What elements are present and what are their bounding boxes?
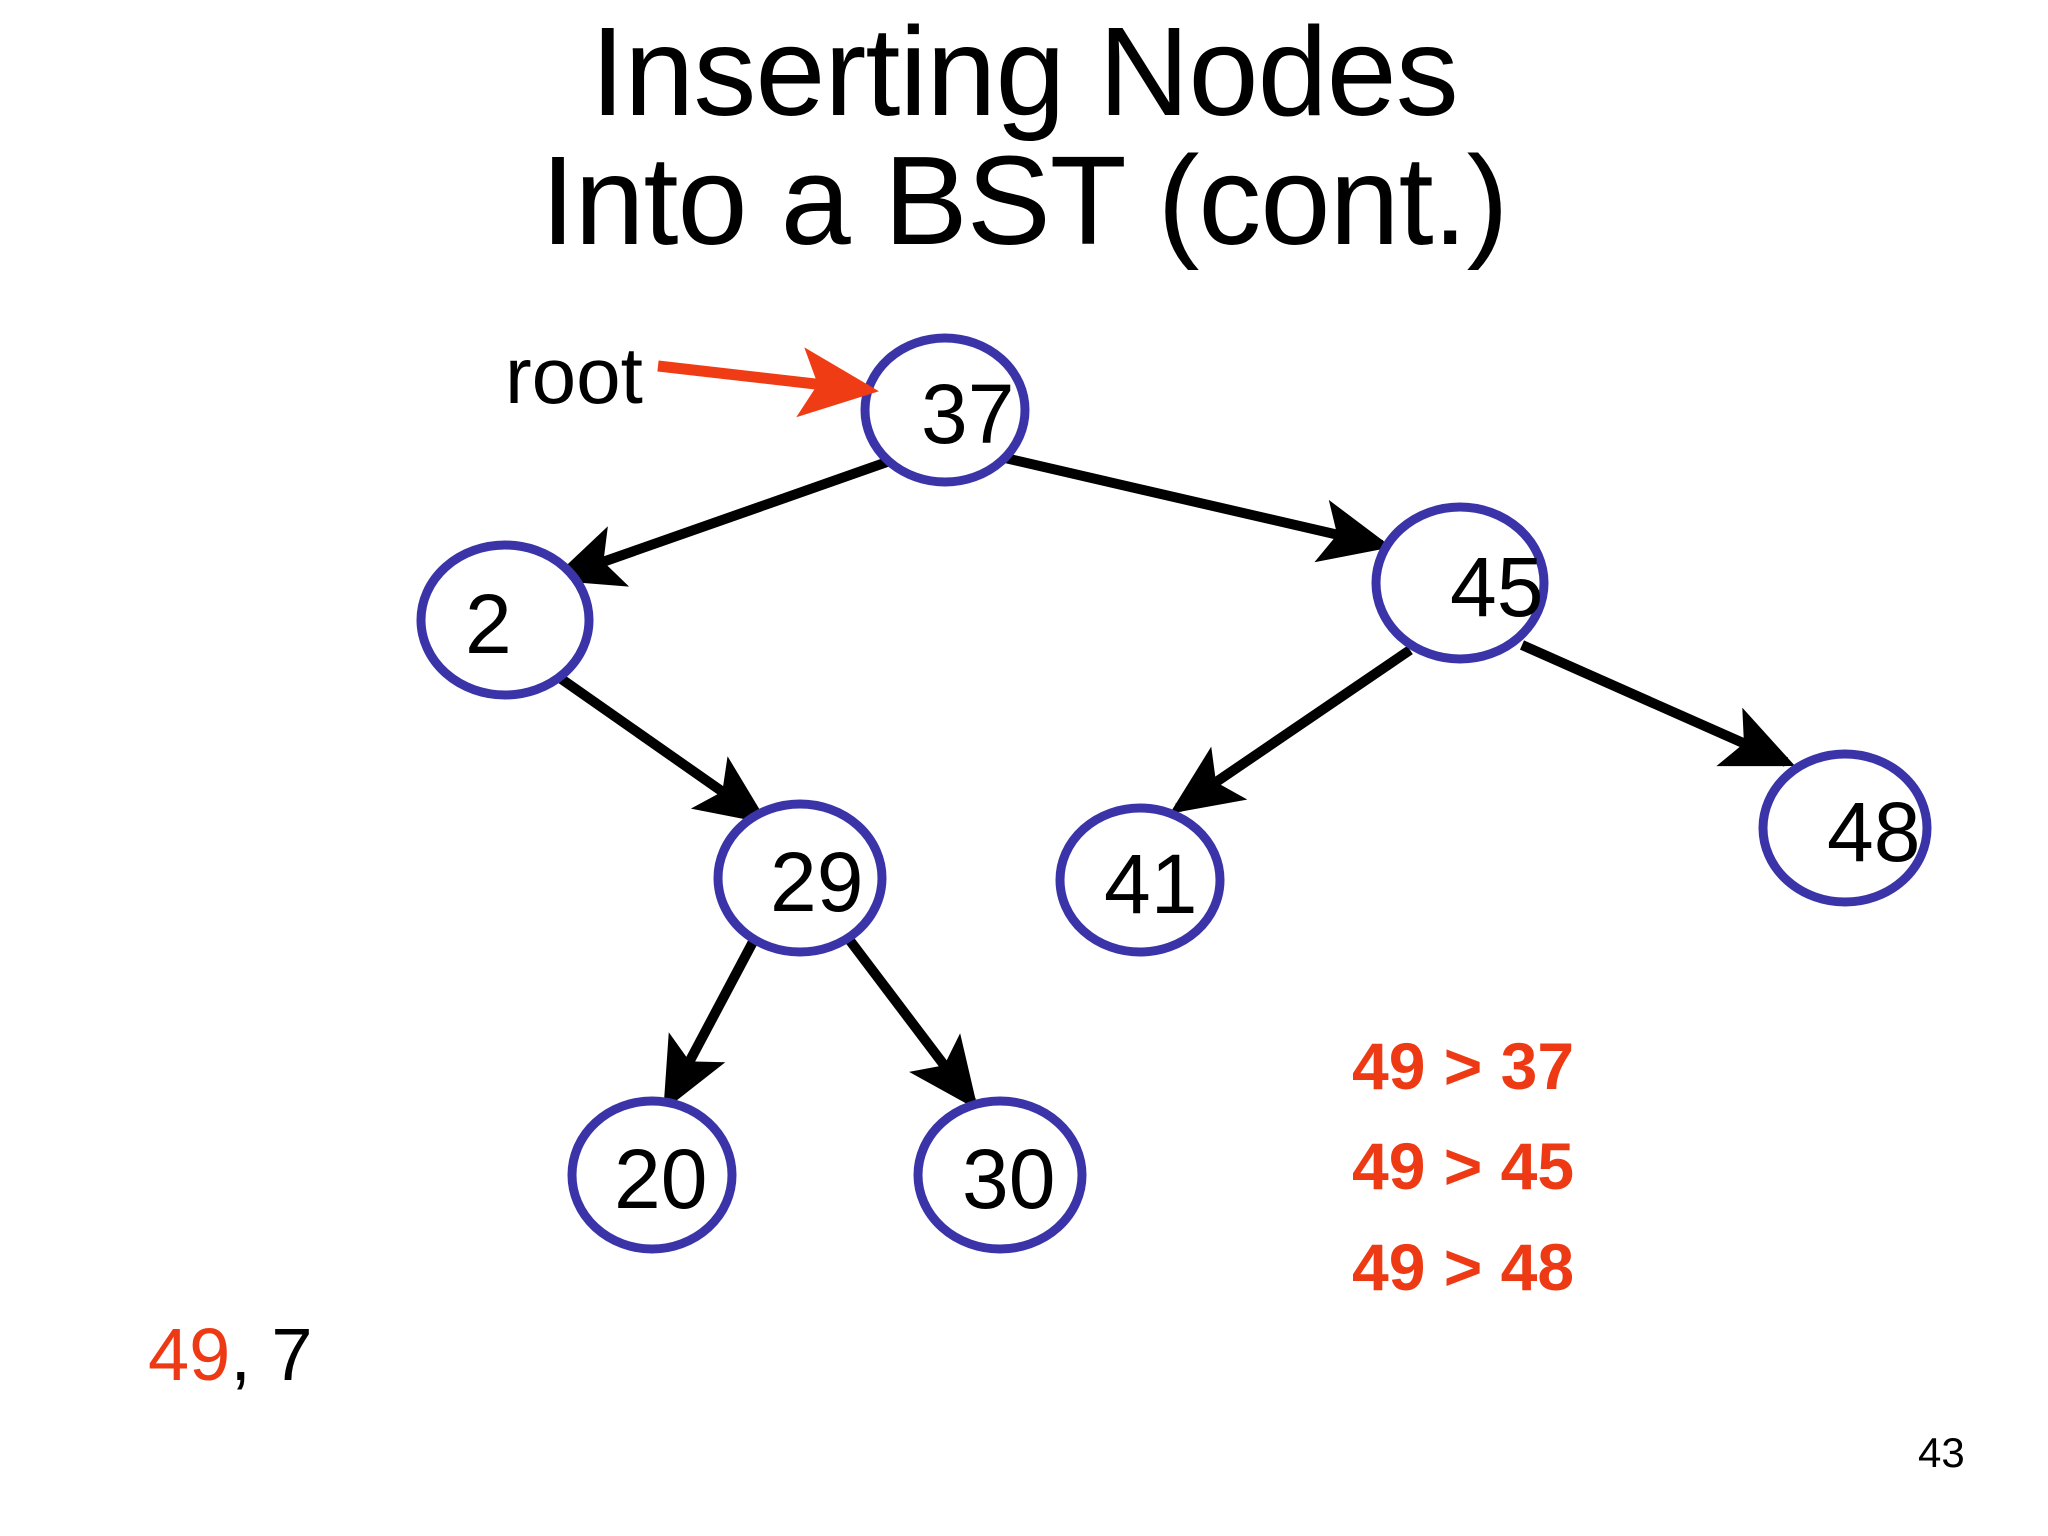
tree-node-label-41: 41 bbox=[1104, 837, 1198, 931]
tree-node-label-2: 2 bbox=[465, 577, 512, 671]
pending-remaining-values: , 7 bbox=[230, 1313, 313, 1396]
tree-node-label-45: 45 bbox=[1450, 540, 1544, 634]
comparison-line-2: 49 > 45 bbox=[1352, 1129, 1575, 1204]
tree-edge-37-to-45 bbox=[1003, 453, 1392, 563]
page-title: Inserting Nodes Into a BST (cont.) bbox=[0, 1, 2048, 271]
page-number: 43 bbox=[1918, 1429, 1965, 1476]
root-pointer-label: root bbox=[505, 331, 643, 420]
tree-node-41[interactable] bbox=[1055, 803, 1225, 957]
tree-edge-2-to-29 bbox=[557, 673, 769, 824]
tree-node-2[interactable] bbox=[416, 540, 594, 700]
tree-node-48[interactable] bbox=[1758, 749, 1932, 907]
tree-node-45[interactable] bbox=[1371, 502, 1549, 664]
tree-node-label-48: 48 bbox=[1827, 785, 1921, 879]
tree-node-20[interactable] bbox=[567, 1096, 737, 1254]
tree-edge-37-to-2 bbox=[550, 456, 892, 587]
tree-node-29[interactable] bbox=[713, 799, 887, 957]
tree-edge-45-to-48 bbox=[1519, 640, 1796, 767]
root-pointer-arrow-layer bbox=[657, 347, 879, 418]
tree-node-label-30: 30 bbox=[962, 1132, 1056, 1226]
comparison-line-3: 49 > 48 bbox=[1352, 1229, 1575, 1304]
comparison-line-1: 49 > 37 bbox=[1352, 1029, 1575, 1103]
edge-layer bbox=[550, 453, 1796, 1111]
tree-node-label-20: 20 bbox=[614, 1132, 708, 1226]
tree-node-label-29: 29 bbox=[770, 835, 864, 929]
tree-node-label-37: 37 bbox=[921, 367, 1015, 461]
tree-edge-45-to-41 bbox=[1169, 645, 1413, 814]
comparison-list: 49 > 37 49 > 45 49 > 48 bbox=[1352, 1016, 1574, 1317]
node-layer bbox=[416, 333, 1932, 1254]
pending-current-value: 49 bbox=[148, 1313, 231, 1396]
tree-edge-29-to-20 bbox=[663, 935, 760, 1111]
tree-edge-29-to-30 bbox=[844, 934, 979, 1110]
title-line-2: Into a BST (cont.) bbox=[540, 129, 1508, 271]
title-line-1: Inserting Nodes bbox=[590, 1, 1459, 142]
root-pointer-arrow-icon bbox=[657, 347, 879, 418]
tree-node-30[interactable] bbox=[913, 1096, 1087, 1254]
pending-values: 49, 7 bbox=[148, 1318, 313, 1392]
